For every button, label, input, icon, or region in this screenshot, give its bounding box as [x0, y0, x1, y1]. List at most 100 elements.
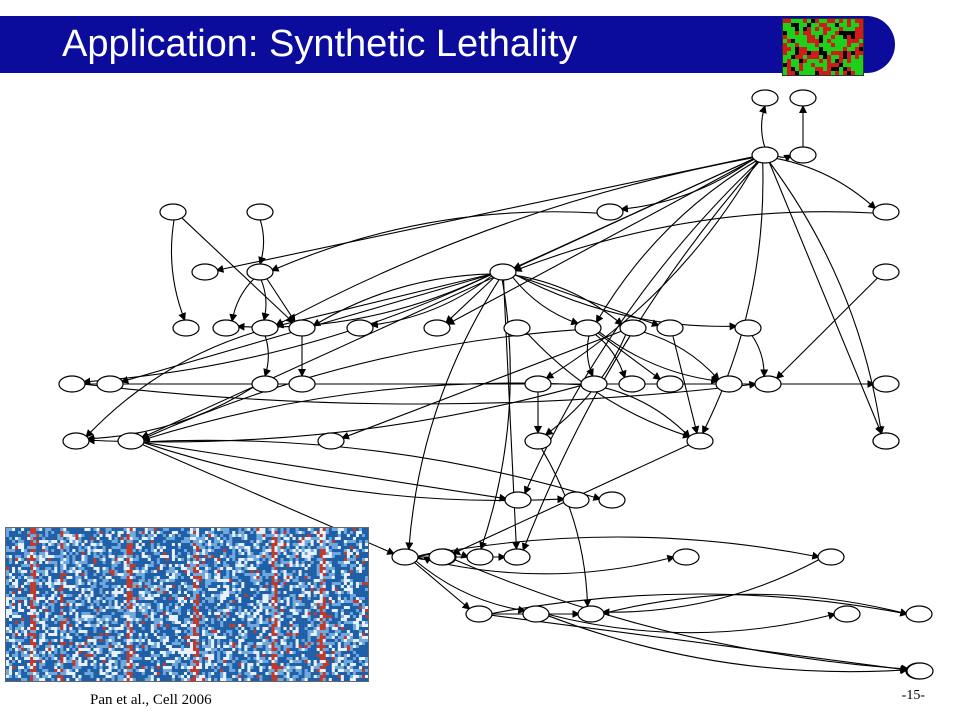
heatmap-cell	[295, 585, 299, 589]
heatmap-cell	[102, 543, 106, 547]
heatmap-cell	[193, 555, 197, 559]
heatmap-cell	[268, 600, 272, 604]
heatmap-cell	[220, 540, 224, 544]
heatmap-cell	[268, 624, 272, 628]
heatmap-cell	[343, 567, 348, 571]
heatmap-cell	[105, 576, 109, 580]
heatmap-cell	[30, 534, 34, 538]
heatmap-cell	[358, 609, 363, 613]
heatmap-cell	[208, 600, 212, 604]
heatmap-cell	[174, 555, 179, 559]
heatmap-cell	[135, 603, 139, 607]
heatmap-cell	[6, 528, 10, 532]
heatmap-cell	[9, 633, 13, 637]
thumbnail-cell	[815, 67, 819, 71]
heatmap-cell	[33, 552, 37, 556]
heatmap-cell	[229, 555, 233, 559]
heatmap-cell	[129, 603, 133, 607]
heatmap-cell	[265, 567, 269, 571]
heatmap-cell	[108, 570, 112, 574]
heatmap-cell	[105, 552, 109, 556]
heatmap-cell	[238, 603, 242, 607]
heatmap-cell	[117, 549, 121, 553]
heatmap-cell	[226, 624, 230, 628]
heatmap-cell	[75, 552, 79, 556]
heatmap-cell	[144, 531, 148, 535]
heatmap-cell	[283, 636, 287, 640]
heatmap-cell	[298, 576, 302, 580]
heatmap-cell	[21, 579, 25, 583]
heatmap-cell	[223, 600, 227, 604]
heatmap-cell	[304, 558, 308, 562]
heatmap-cell	[193, 567, 197, 571]
heatmap-cell	[280, 594, 284, 598]
heatmap-cell	[247, 597, 251, 601]
heatmap-cell	[87, 621, 91, 625]
heatmap-cell	[69, 591, 73, 595]
heatmap-cell	[72, 612, 76, 616]
heatmap-cell	[358, 552, 363, 556]
heatmap-cell	[96, 552, 100, 556]
heatmap-cell	[256, 624, 260, 628]
heatmap-cell	[253, 558, 257, 562]
heatmap-cell	[183, 582, 188, 586]
heatmap-cell	[265, 558, 269, 562]
thumbnail-cell	[859, 39, 863, 43]
heatmap-cell	[126, 615, 130, 619]
thumbnail-cell	[831, 43, 835, 47]
heatmap-cell	[150, 567, 155, 571]
heatmap-cell	[84, 594, 88, 598]
heatmap-cell	[361, 612, 366, 616]
heatmap-cell	[171, 627, 176, 631]
heatmap-cell	[307, 600, 311, 604]
thumbnail-cell	[815, 23, 819, 27]
heatmap-cell	[304, 612, 308, 616]
heatmap-cell	[162, 633, 167, 637]
heatmap-cell	[63, 567, 67, 571]
heatmap-cell	[190, 606, 194, 610]
heatmap-cell	[277, 585, 281, 589]
heatmap-cell	[190, 573, 194, 577]
heatmap-cell	[177, 609, 182, 613]
heatmap-cell	[211, 564, 215, 568]
heatmap-cell	[310, 585, 314, 589]
heatmap-cell	[156, 567, 161, 571]
thumbnail-cell	[811, 47, 815, 51]
heatmap-cell	[150, 588, 155, 592]
heatmap-cell	[141, 618, 145, 622]
heatmap-cell	[352, 621, 357, 625]
heatmap-cell	[54, 606, 58, 610]
heatmap-cell	[75, 621, 79, 625]
heatmap-cell	[48, 624, 52, 628]
network-node	[906, 662, 934, 680]
heatmap-cell	[355, 609, 360, 613]
heatmap-cell	[141, 594, 145, 598]
heatmap-cell	[165, 576, 170, 580]
heatmap-cell	[244, 612, 248, 616]
heatmap-cell	[229, 558, 233, 562]
heatmap-cell	[250, 603, 254, 607]
heatmap-cell	[316, 534, 320, 538]
heatmap-cell	[304, 603, 308, 607]
heatmap-cell	[75, 636, 79, 640]
heatmap-cell	[196, 633, 200, 637]
heatmap-cell	[6, 612, 10, 616]
heatmap-cell	[36, 624, 40, 628]
heatmap-cell	[66, 597, 70, 601]
heatmap-cell	[307, 558, 311, 562]
heatmap-cell	[271, 633, 275, 637]
heatmap-cell	[54, 540, 58, 544]
heatmap-cell	[63, 630, 67, 634]
heatmap-cell	[337, 537, 342, 541]
heatmap-cell	[199, 570, 203, 574]
heatmap-cell	[232, 594, 236, 598]
heatmap-cell	[30, 531, 34, 535]
heatmap-cell	[180, 537, 185, 541]
thumbnail-cell	[811, 39, 815, 43]
heatmap-cell	[9, 621, 13, 625]
heatmap-cell	[135, 585, 139, 589]
heatmap-cell	[265, 603, 269, 607]
heatmap-cell	[90, 549, 94, 553]
heatmap-cell	[177, 600, 182, 604]
heatmap-cell	[226, 603, 230, 607]
